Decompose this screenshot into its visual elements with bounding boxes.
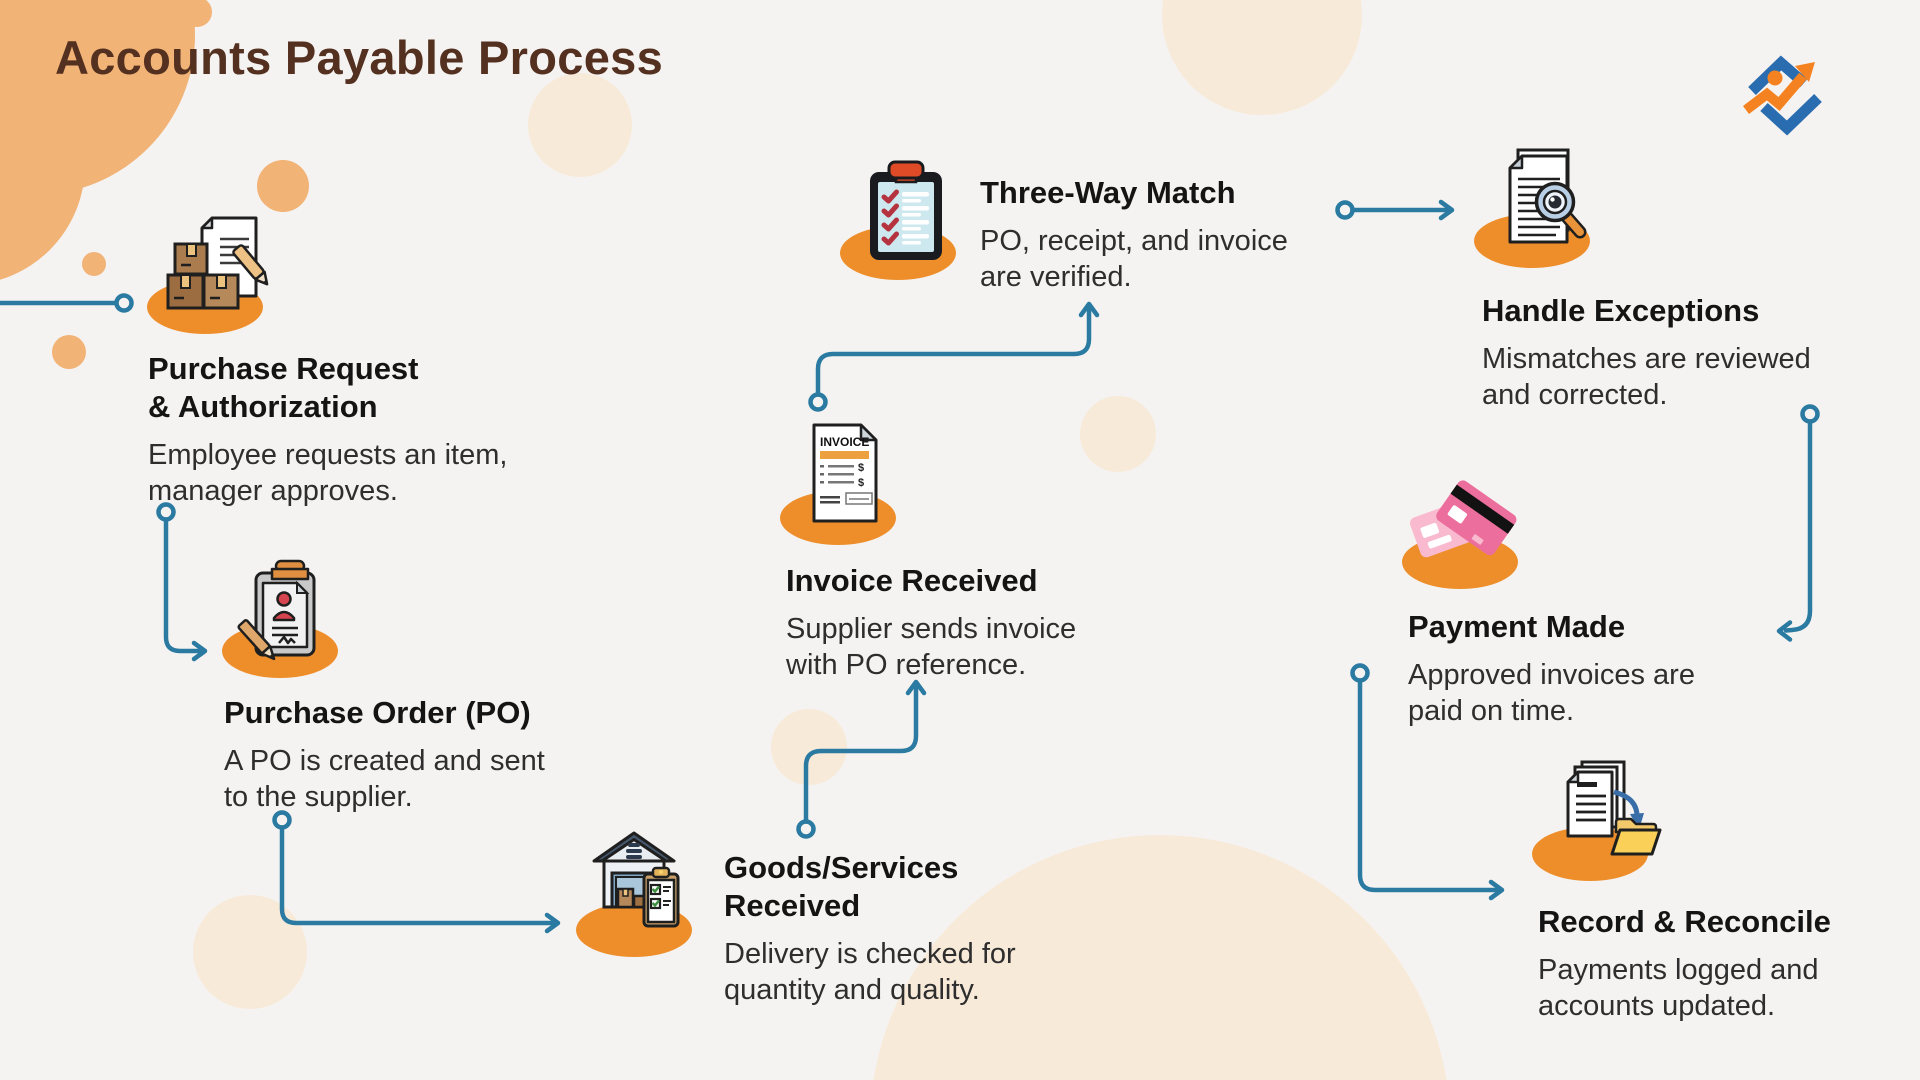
document-magnifier-icon [1474,148,1590,268]
connector-3-4 [796,679,927,839]
step-title: Invoice Received [786,563,1038,598]
clipboard-signature-icon [222,559,338,678]
page-title: Accounts Payable Process [55,31,664,84]
invoice-document-icon: INVOICE $ $ [780,423,896,545]
connector-4-5 [808,301,1100,412]
step-title: Goods/Services Received [724,850,959,923]
invoice-label: INVOICE [820,435,869,449]
step-description: A PO is created and sent to the supplier… [224,745,545,813]
step-description: Supplier sends invoice with PO reference… [786,613,1077,681]
step-title: Purchase Request & Authorization [148,351,419,424]
step-three-way-match: Three-Way Match PO, receipt, and invoice… [980,174,1420,295]
credit-cards-icon [1402,480,1518,589]
connector-5-6 [1335,199,1455,221]
connector-entry [0,293,134,313]
step-title: Purchase Order (PO) [224,695,531,730]
connector-7-8 [1350,663,1505,901]
step-record-reconcile: Record & Reconcile Payments logged and a… [1538,903,1920,1024]
step-invoice-received: Invoice Received Supplier sends invoice … [786,562,1226,683]
documents-folder-icon [1532,760,1662,881]
step-purchase-order: Purchase Order (PO) A PO is created and … [224,694,664,815]
step-description: Payments logged and accounts updated. [1538,954,1819,1022]
connector-1-2 [156,502,208,662]
checklist-clipboard-icon [840,160,956,280]
finance-check-logo [1742,55,1822,136]
warehouse-checklist-icon [576,831,692,957]
connector-2-3 [272,810,561,934]
step-description: Mismatches are reviewed and corrected. [1482,343,1811,411]
connector-6-7 [1776,404,1820,642]
currency-glyph: $ [858,477,864,489]
step-handle-exceptions: Handle Exceptions Mismatches are reviewe… [1482,292,1920,413]
step-description: Employee requests an item, manager appro… [148,439,508,507]
currency-glyph: $ [858,462,864,474]
step-title: Payment Made [1408,609,1626,644]
step-payment-made: Payment Made Approved invoices are paid … [1408,608,1848,729]
step-description: Delivery is checked for quantity and qua… [724,938,1016,1006]
step-purchase-request: Purchase Request & Authorization Employe… [148,350,588,509]
step-title: Three-Way Match [980,175,1236,210]
step-title: Handle Exceptions [1482,293,1760,328]
step-description: PO, receipt, and invoice are verified. [980,225,1288,293]
step-goods-received: Goods/Services Received Delivery is chec… [724,849,1164,1008]
step-title: Record & Reconcile [1538,904,1831,939]
boxes-document-icon [147,216,269,334]
step-description: Approved invoices are paid on time. [1408,659,1695,727]
